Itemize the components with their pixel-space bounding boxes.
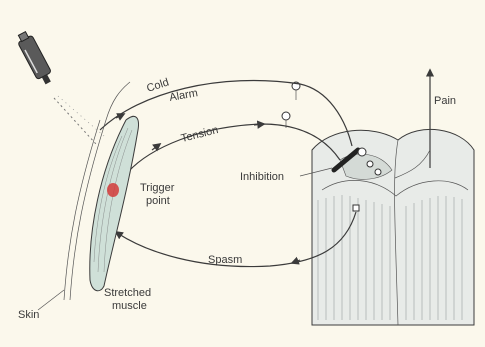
skin-label: Skin — [18, 309, 39, 321]
trigger-point-label-line2: point — [146, 195, 170, 207]
spasm-label: Spasm — [208, 254, 242, 266]
stretched-muscle-label-line1: Stretched — [104, 287, 151, 299]
inhibition-label: Inhibition — [240, 171, 284, 183]
pain-label: Pain — [434, 95, 456, 107]
trigger-point-marker — [107, 183, 119, 197]
spinal-cord — [312, 129, 474, 325]
stretched-muscle-label-line2: muscle — [112, 300, 147, 312]
trigger-point-label-line1: Trigger — [140, 182, 175, 194]
